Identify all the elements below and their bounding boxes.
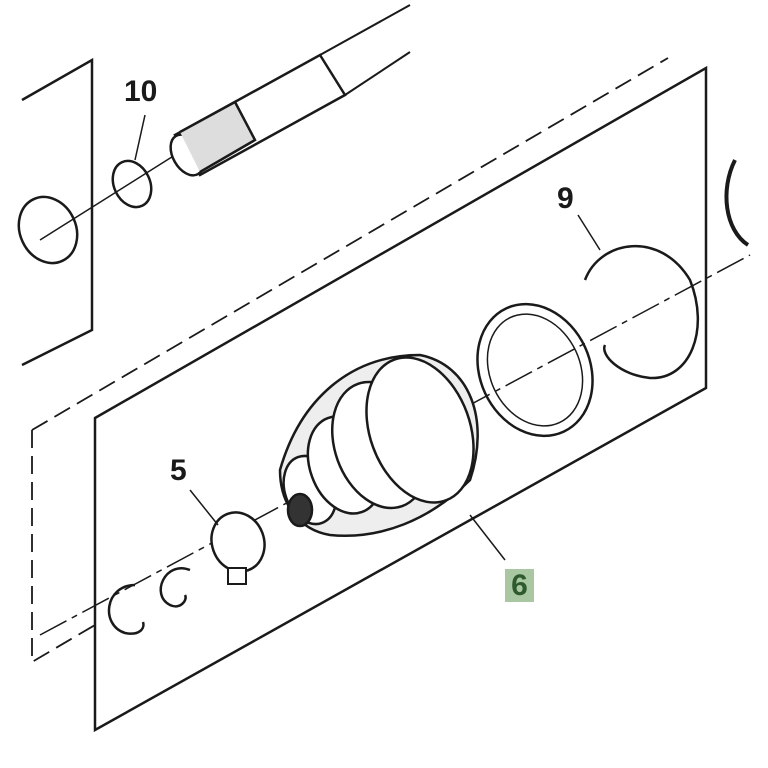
drive-shaft <box>169 4 411 177</box>
leader-10 <box>134 114 146 161</box>
callout-5: 5 <box>170 454 187 487</box>
left-cup <box>17 195 79 265</box>
leader-6 <box>469 514 506 561</box>
main-panel-frame <box>93 65 708 733</box>
cv-boot-6 <box>278 353 479 537</box>
leader-5 <box>189 489 219 526</box>
left-panel-frame <box>21 57 94 367</box>
callout-10: 10 <box>124 75 158 108</box>
dashed-boundary-top <box>31 57 669 431</box>
adjacent-part <box>724 159 750 247</box>
callout-6-highlighted[interactable]: 6 <box>505 569 534 602</box>
circlip-9 <box>583 244 699 380</box>
dashed-boundary <box>31 430 96 664</box>
snap-ring-a <box>159 567 191 608</box>
snap-ring-b <box>107 583 145 635</box>
upper-axis <box>39 154 176 241</box>
clamp-5 <box>210 511 266 573</box>
leader-9 <box>577 214 601 251</box>
snap-ring-10 <box>111 159 153 209</box>
callout-9: 9 <box>557 182 574 215</box>
clamp-band-large <box>476 302 594 438</box>
